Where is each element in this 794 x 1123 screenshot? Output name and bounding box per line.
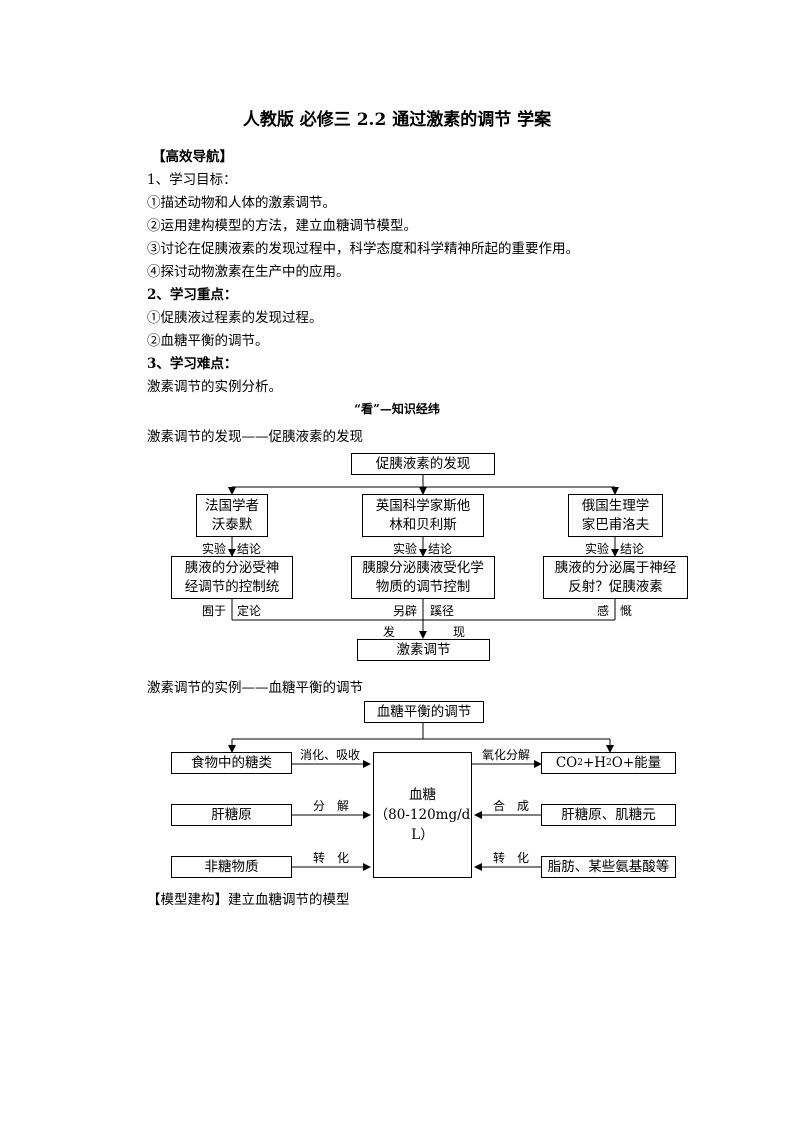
process-label: 消化、吸收 [300, 748, 361, 762]
goal-item: ①描述动物和人体的激素调节。 [147, 195, 336, 211]
nav-heading: 【高效导航】 [152, 149, 233, 165]
source-box: 食物中的糖类 [171, 752, 292, 774]
note-label: 定论 [237, 604, 262, 618]
experiment-label: 实验 [393, 542, 418, 556]
note-label: 另辟 [393, 604, 418, 618]
process-label: 转 化 [493, 851, 530, 865]
goals-heading: 1、学习目标： [147, 172, 237, 188]
conclusion-box: 胰液的分泌属于神经 反射？促胰液素 [543, 556, 688, 599]
energy-text: O+能量 [611, 754, 662, 771]
difficulty-item: 激素调节的实例分析。 [147, 379, 282, 395]
key-point-item: ①促胰液过程素的发现过程。 [147, 310, 323, 326]
note-label: 蹊径 [430, 604, 455, 618]
experiment-label: 实验 [585, 542, 610, 556]
co2-text: CO [555, 754, 578, 771]
scientist-box: 俄国生理学 家巴甫洛夫 [568, 494, 663, 537]
conclusion-box: 胰液的分泌受神 经调节的控制统 [171, 556, 293, 599]
source-box: 肝糖原 [171, 804, 292, 826]
model-build-heading: 【模型建构】建立血糖调节的模型 [147, 892, 350, 908]
conclusion-box: 胰腺分泌胰液受化学 物质的调节控制 [351, 556, 495, 599]
sink-box: 脂肪、某些氨基酸等 [541, 856, 676, 878]
glucose-subtitle: 激素调节的实例——血糖平衡的调节 [147, 680, 363, 696]
blood-sugar-box: 血糖 （80-120mg/d L） [373, 752, 472, 878]
scientist-box: 英国科学家斯他 林和贝利斯 [362, 494, 484, 537]
key-point-item: ②血糖平衡的调节。 [147, 333, 269, 349]
experiment-label: 实验 [202, 542, 227, 556]
process-label: 分 解 [313, 799, 350, 813]
goal-item: ④探讨动物激素在生产中的应用。 [147, 264, 350, 280]
goal-item: ③讨论在促胰液素的发现过程中，科学态度和科学精神所起的重要作用。 [147, 241, 579, 257]
discovery-subtitle: 激素调节的发现——促胰液素的发现 [147, 429, 363, 445]
goal-item: ②运用建构模型的方法，建立血糖调节模型。 [147, 218, 417, 234]
h2o-subscript: 2 [606, 757, 612, 768]
found-label: 发 [383, 625, 396, 639]
difficulties-heading: 3、学习难点： [147, 356, 238, 372]
co2-subscript: 2 [577, 757, 583, 768]
discovery-root-box: 促胰液素的发现 [351, 453, 495, 475]
process-label: 合 成 [493, 799, 530, 813]
process-label: 转 化 [313, 851, 350, 865]
note-label: 感 [597, 604, 610, 618]
key-points-heading: 2、学习重点： [147, 287, 238, 303]
h2o-text: +H [582, 754, 607, 771]
page-title: 人教版 必修三 2.2 通过激素的调节 学案 [242, 110, 552, 130]
found-label: 现 [453, 625, 466, 639]
note-label: 囿于 [202, 604, 227, 618]
result-box: 激素调节 [357, 639, 490, 661]
scientist-box: 法国学者 沃泰默 [196, 494, 268, 537]
conclusion-label: 结论 [237, 542, 262, 556]
source-box: 非糖物质 [171, 856, 292, 878]
glucose-root-box: 血糖平衡的调节 [364, 701, 484, 723]
conclusion-label: 结论 [620, 542, 645, 556]
knowledge-heading: “看”—知识经纬 [354, 402, 440, 416]
conclusion-label: 结论 [428, 542, 453, 556]
process-label: 氧化分解 [482, 748, 531, 762]
note-label: 慨 [620, 604, 633, 618]
sink-box: 肝糖原、肌糖元 [541, 804, 676, 826]
